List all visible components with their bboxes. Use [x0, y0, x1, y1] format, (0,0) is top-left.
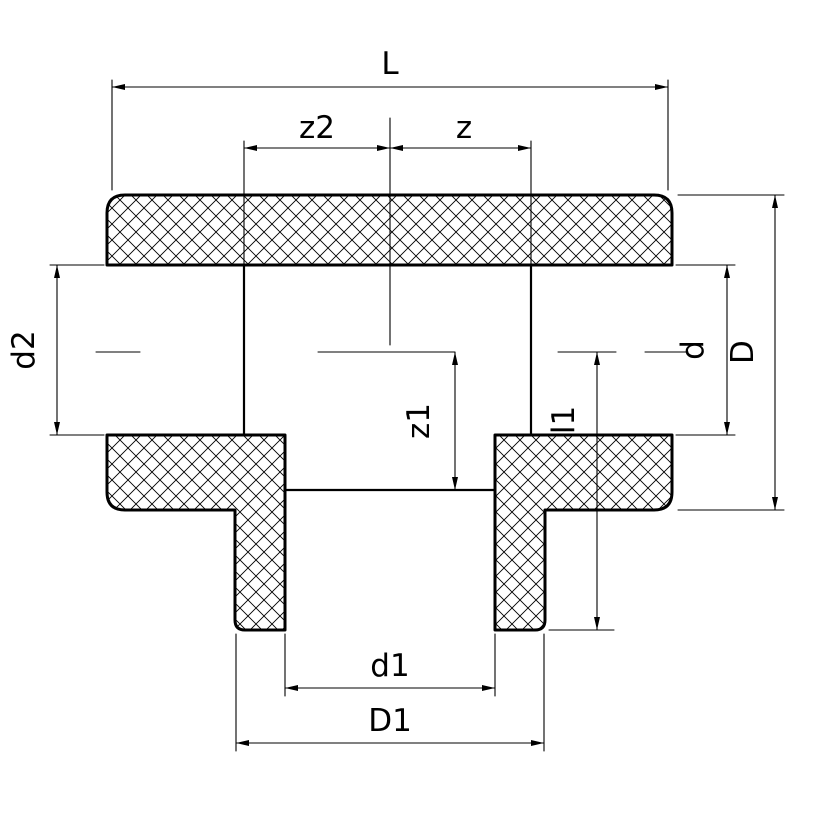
dim-label-d2: d2 — [6, 330, 42, 369]
dimension-D1: D1 — [235, 633, 545, 752]
dimension-z2-z: z2 z — [243, 110, 532, 265]
dimension-z1: z1 — [401, 352, 458, 490]
dimension-d2: d2 — [6, 264, 105, 436]
dim-label-D1: D1 — [368, 703, 412, 739]
centerlines — [95, 117, 689, 353]
dimension-L: L — [111, 46, 669, 191]
dim-label-z2: z2 — [299, 110, 335, 146]
dimension-l1: l1 — [546, 352, 615, 631]
dim-label-z: z — [456, 110, 472, 146]
dimension-D: D — [677, 194, 785, 511]
dimension-d: d — [675, 264, 736, 436]
dim-label-l1: l1 — [546, 406, 582, 434]
dim-label-d: d — [675, 340, 711, 360]
dim-label-z1: z1 — [401, 403, 437, 439]
dimension-d1: d1 — [284, 633, 496, 697]
dim-label-L: L — [381, 46, 399, 82]
dim-label-D: D — [725, 340, 761, 364]
bottom-right-wall-hatch — [493, 433, 674, 632]
dim-label-d1: d1 — [370, 648, 409, 684]
bottom-left-wall-hatch — [105, 433, 287, 632]
